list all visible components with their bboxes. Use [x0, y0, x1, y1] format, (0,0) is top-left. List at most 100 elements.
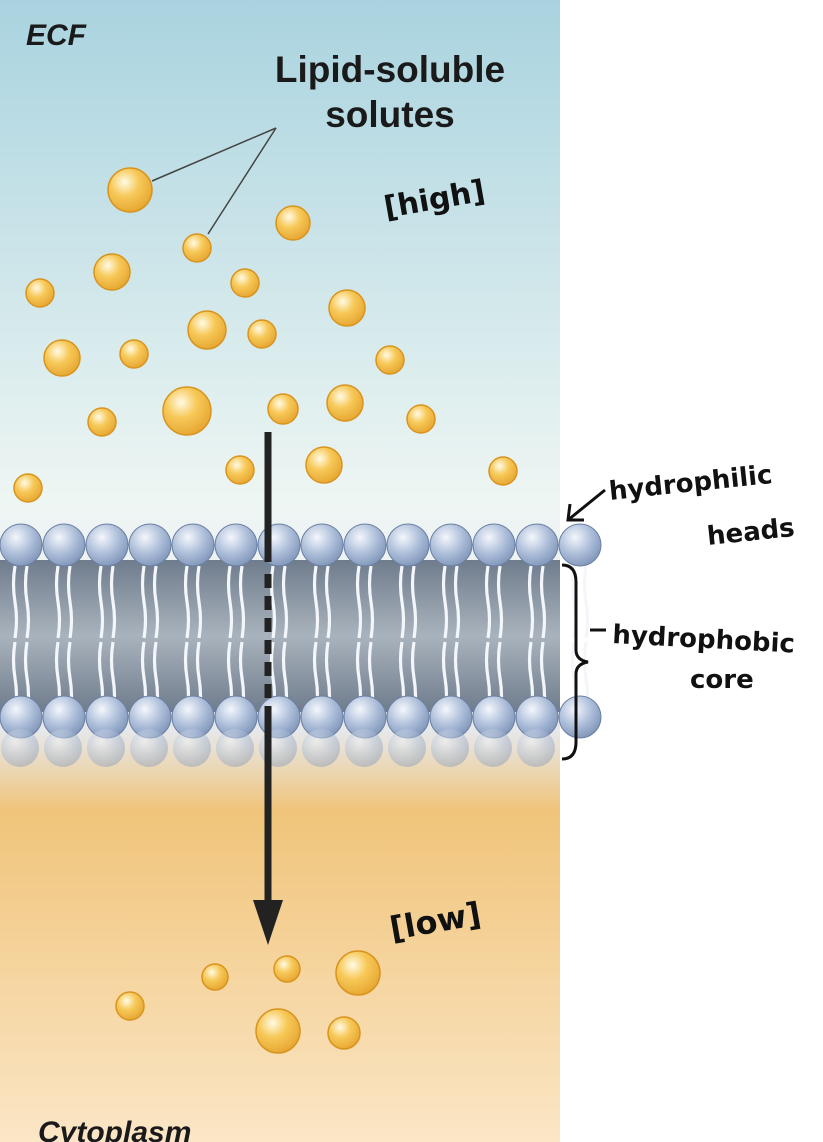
phospholipid-head: [517, 729, 555, 767]
phospholipid-head: [42, 523, 86, 567]
phospholipid-head: [474, 729, 512, 767]
solute-molecule: [119, 339, 149, 369]
cytoplasm-label: Cytoplasm: [38, 1116, 191, 1142]
solute-molecule: [273, 955, 301, 983]
solute-molecule: [13, 473, 43, 503]
fatty-acid-tail: [140, 565, 148, 639]
solute-molecule: [93, 253, 131, 291]
phospholipid-head: [87, 729, 125, 767]
fatty-acid-tail: [496, 565, 504, 639]
solutes-label-line1: Lipid-soluble: [275, 49, 505, 90]
label-leader-line: [207, 127, 277, 235]
solute-molecule: [107, 167, 153, 213]
phospholipid-head: [300, 523, 344, 567]
fatty-acid-tail: [183, 565, 191, 639]
phospholipid-head: [345, 729, 383, 767]
solute-molecule: [187, 310, 227, 350]
solute-molecule: [25, 278, 55, 308]
solute-molecule: [327, 1016, 361, 1050]
phospholipid-head: [558, 695, 602, 739]
solute-molecule: [267, 393, 299, 425]
phospholipid-head: [0, 523, 43, 567]
solute-molecule: [406, 404, 436, 434]
fatty-acid-tail: [324, 565, 332, 639]
fatty-acid-tail: [23, 565, 31, 639]
solute-molecule: [43, 339, 81, 377]
solute-molecule: [230, 268, 260, 298]
fatty-acid-tail: [54, 565, 62, 639]
hydrophilic-heads-annotation: hydrophilic heads: [566, 460, 796, 552]
solute-molecule: [255, 1008, 301, 1054]
hydrophobic-label-line2: core: [690, 665, 754, 695]
phospholipid-head: [472, 523, 516, 567]
fatty-acid-tail: [484, 565, 492, 639]
heads-pointer-line: [567, 488, 606, 522]
ecf-label: ECF: [26, 19, 87, 52]
hydrophilic-label-line1: hydrophilic: [608, 460, 774, 507]
fatty-acid-tail: [11, 565, 19, 639]
phospholipid-head: [216, 729, 254, 767]
hydrophilic-label-line2: heads: [706, 513, 796, 552]
fatty-acid-tail: [441, 565, 449, 639]
solute-molecules: [13, 167, 518, 1054]
solute-molecule: [275, 205, 311, 241]
fatty-acid-tail: [109, 565, 117, 639]
phospholipid-head: [128, 523, 172, 567]
solute-molecule: [182, 233, 212, 263]
heads-pointer-arrowhead: [566, 503, 584, 522]
fatty-acid-tail: [453, 565, 461, 639]
fatty-acid-tail: [226, 565, 234, 639]
solute-molecule: [326, 384, 364, 422]
fatty-acid-tail: [238, 565, 246, 639]
phospholipid-head: [130, 729, 168, 767]
lipid-bilayer: [0, 523, 602, 767]
inner-leaflet-heads: [0, 695, 602, 767]
phospholipid-head: [302, 729, 340, 767]
solute-molecule: [87, 407, 117, 437]
phospholipid-head: [173, 729, 211, 767]
fatty-acid-tail: [398, 565, 406, 639]
fatty-acid-tail: [195, 565, 203, 639]
phospholipid-head: [431, 729, 469, 767]
label-leader-line: [151, 127, 277, 182]
fatty-acid-tail: [152, 565, 160, 639]
phospholipid-head: [343, 523, 387, 567]
solute-molecule: [162, 386, 212, 436]
fatty-acid-tail: [539, 565, 547, 639]
solute-molecule: [115, 991, 145, 1021]
phospholipid-head: [1, 729, 39, 767]
phospholipid-head: [171, 523, 215, 567]
solute-molecule: [488, 456, 518, 486]
solute-molecule: [328, 289, 366, 327]
fatty-acid-tail: [97, 565, 105, 639]
phospholipid-head: [515, 523, 559, 567]
fatty-acid-tail: [269, 565, 277, 639]
membrane-core-band: [0, 560, 560, 712]
solute-molecule: [375, 345, 405, 375]
diffusion-arrow: [253, 432, 283, 945]
phospholipid-head: [214, 523, 258, 567]
arrow-head: [253, 900, 283, 945]
fatty-acid-tail: [582, 565, 590, 639]
fatty-acid-tail: [367, 565, 375, 639]
phospholipid-head: [558, 523, 602, 567]
fatty-acid-tail: [66, 565, 74, 639]
core-bracket: [561, 563, 589, 761]
phospholipid-head: [44, 729, 82, 767]
fatty-acid-tail: [527, 565, 535, 639]
phospholipid-head: [257, 523, 301, 567]
hydrophobic-label-line1: hydrophobic: [612, 620, 796, 660]
fatty-acid-tail: [281, 565, 289, 639]
solutes-label-line2: solutes: [325, 94, 455, 135]
fatty-acid-tail: [355, 565, 363, 639]
phospholipid-head: [386, 523, 430, 567]
solute-molecule: [335, 950, 381, 996]
solute-molecule: [247, 319, 277, 349]
phospholipid-head: [429, 523, 473, 567]
fatty-acid-tail: [410, 565, 418, 639]
fatty-acid-tail: [312, 565, 320, 639]
solute-molecule: [305, 446, 343, 484]
solute-molecule: [225, 455, 255, 485]
phospholipid-head: [85, 523, 129, 567]
